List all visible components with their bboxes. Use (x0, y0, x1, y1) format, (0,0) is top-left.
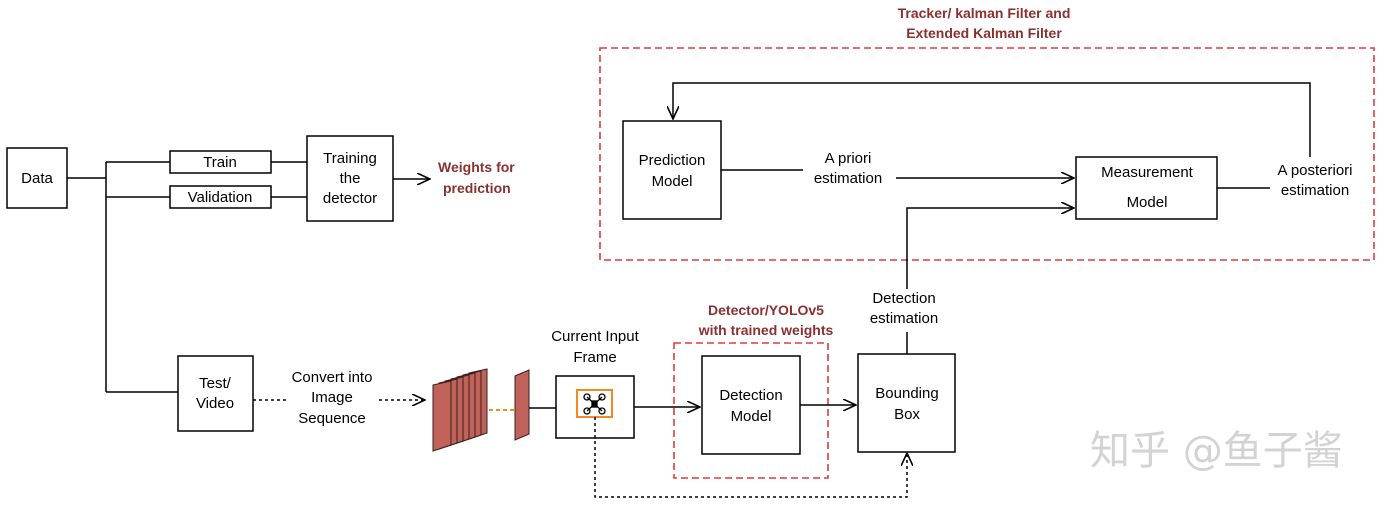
training-label-line1: Training (323, 150, 377, 167)
aposteriori-label-line1: A posteriori (1277, 162, 1352, 179)
apriori-label-line1: A priori (825, 150, 872, 167)
prediction-model-label-line1: Prediction (639, 152, 706, 169)
detection-estimation-line (906, 208, 1074, 289)
weights-label-line2: prediction (443, 180, 511, 196)
apriori-label-line2: estimation (814, 170, 882, 187)
tracker-frame (599, 47, 1375, 261)
current-frame-label-line2: Frame (573, 349, 616, 366)
tracker-title-line2: Extended Kalman Filter (906, 25, 1062, 41)
convert-label-line3: Sequence (298, 410, 366, 427)
data-connectors (67, 161, 307, 393)
test-label-line1: Test/ (199, 375, 232, 392)
prediction-model-label-line2: Model (652, 173, 693, 190)
detector-frame (673, 342, 829, 479)
training-label-line3: detector (323, 190, 377, 207)
current-frame-label-line1: Current Input (551, 328, 639, 345)
feedback-arrow (673, 82, 1311, 157)
train-label: Train (203, 154, 237, 171)
bbox-label-line1: Bounding (875, 385, 938, 402)
detection-model-box (701, 355, 801, 455)
test-label-line2: Video (196, 395, 234, 412)
data-label: Data (21, 170, 53, 187)
detector-label-line1: Detector/YOLOv5 (708, 302, 824, 318)
watermark: 知乎 @鱼子酱 (1090, 428, 1343, 474)
tracker-title-line1: Tracker/ kalman Filter and (898, 5, 1071, 21)
detector-label-line2: with trained weights (698, 322, 834, 338)
measurement-model-label-line2: Model (1127, 194, 1168, 211)
measurement-model-box (1075, 156, 1218, 220)
detection-estimation-label-line2: estimation (870, 310, 938, 327)
drone-icon (583, 393, 606, 415)
bounding-box-node (857, 353, 956, 453)
measurement-model-label-line1: Measurement (1101, 164, 1194, 181)
validation-box (169, 185, 272, 209)
test-video-box (177, 355, 254, 432)
aposteriori-label-line2: estimation (1281, 182, 1349, 199)
convert-label-bg (286, 366, 378, 428)
training-label-line2: the (340, 170, 361, 187)
convert-label-line1: Convert into (292, 369, 373, 386)
validation-label: Validation (188, 189, 253, 206)
bbox-label-line2: Box (894, 406, 920, 423)
detection-estimation-label-line1: Detection (872, 290, 935, 307)
convert-label-line2: Image (311, 389, 353, 406)
prediction-model-box (622, 120, 722, 220)
weights-label-line1: Weights for (438, 159, 515, 175)
image-sequence-stack (432, 368, 488, 452)
data-box (6, 147, 68, 209)
frame-to-bbox-dotted (594, 417, 907, 498)
single-frame (514, 369, 530, 441)
train-box (169, 150, 272, 174)
detection-model-label-line1: Detection (719, 387, 782, 404)
detection-model-label-line2: Model (731, 408, 772, 425)
